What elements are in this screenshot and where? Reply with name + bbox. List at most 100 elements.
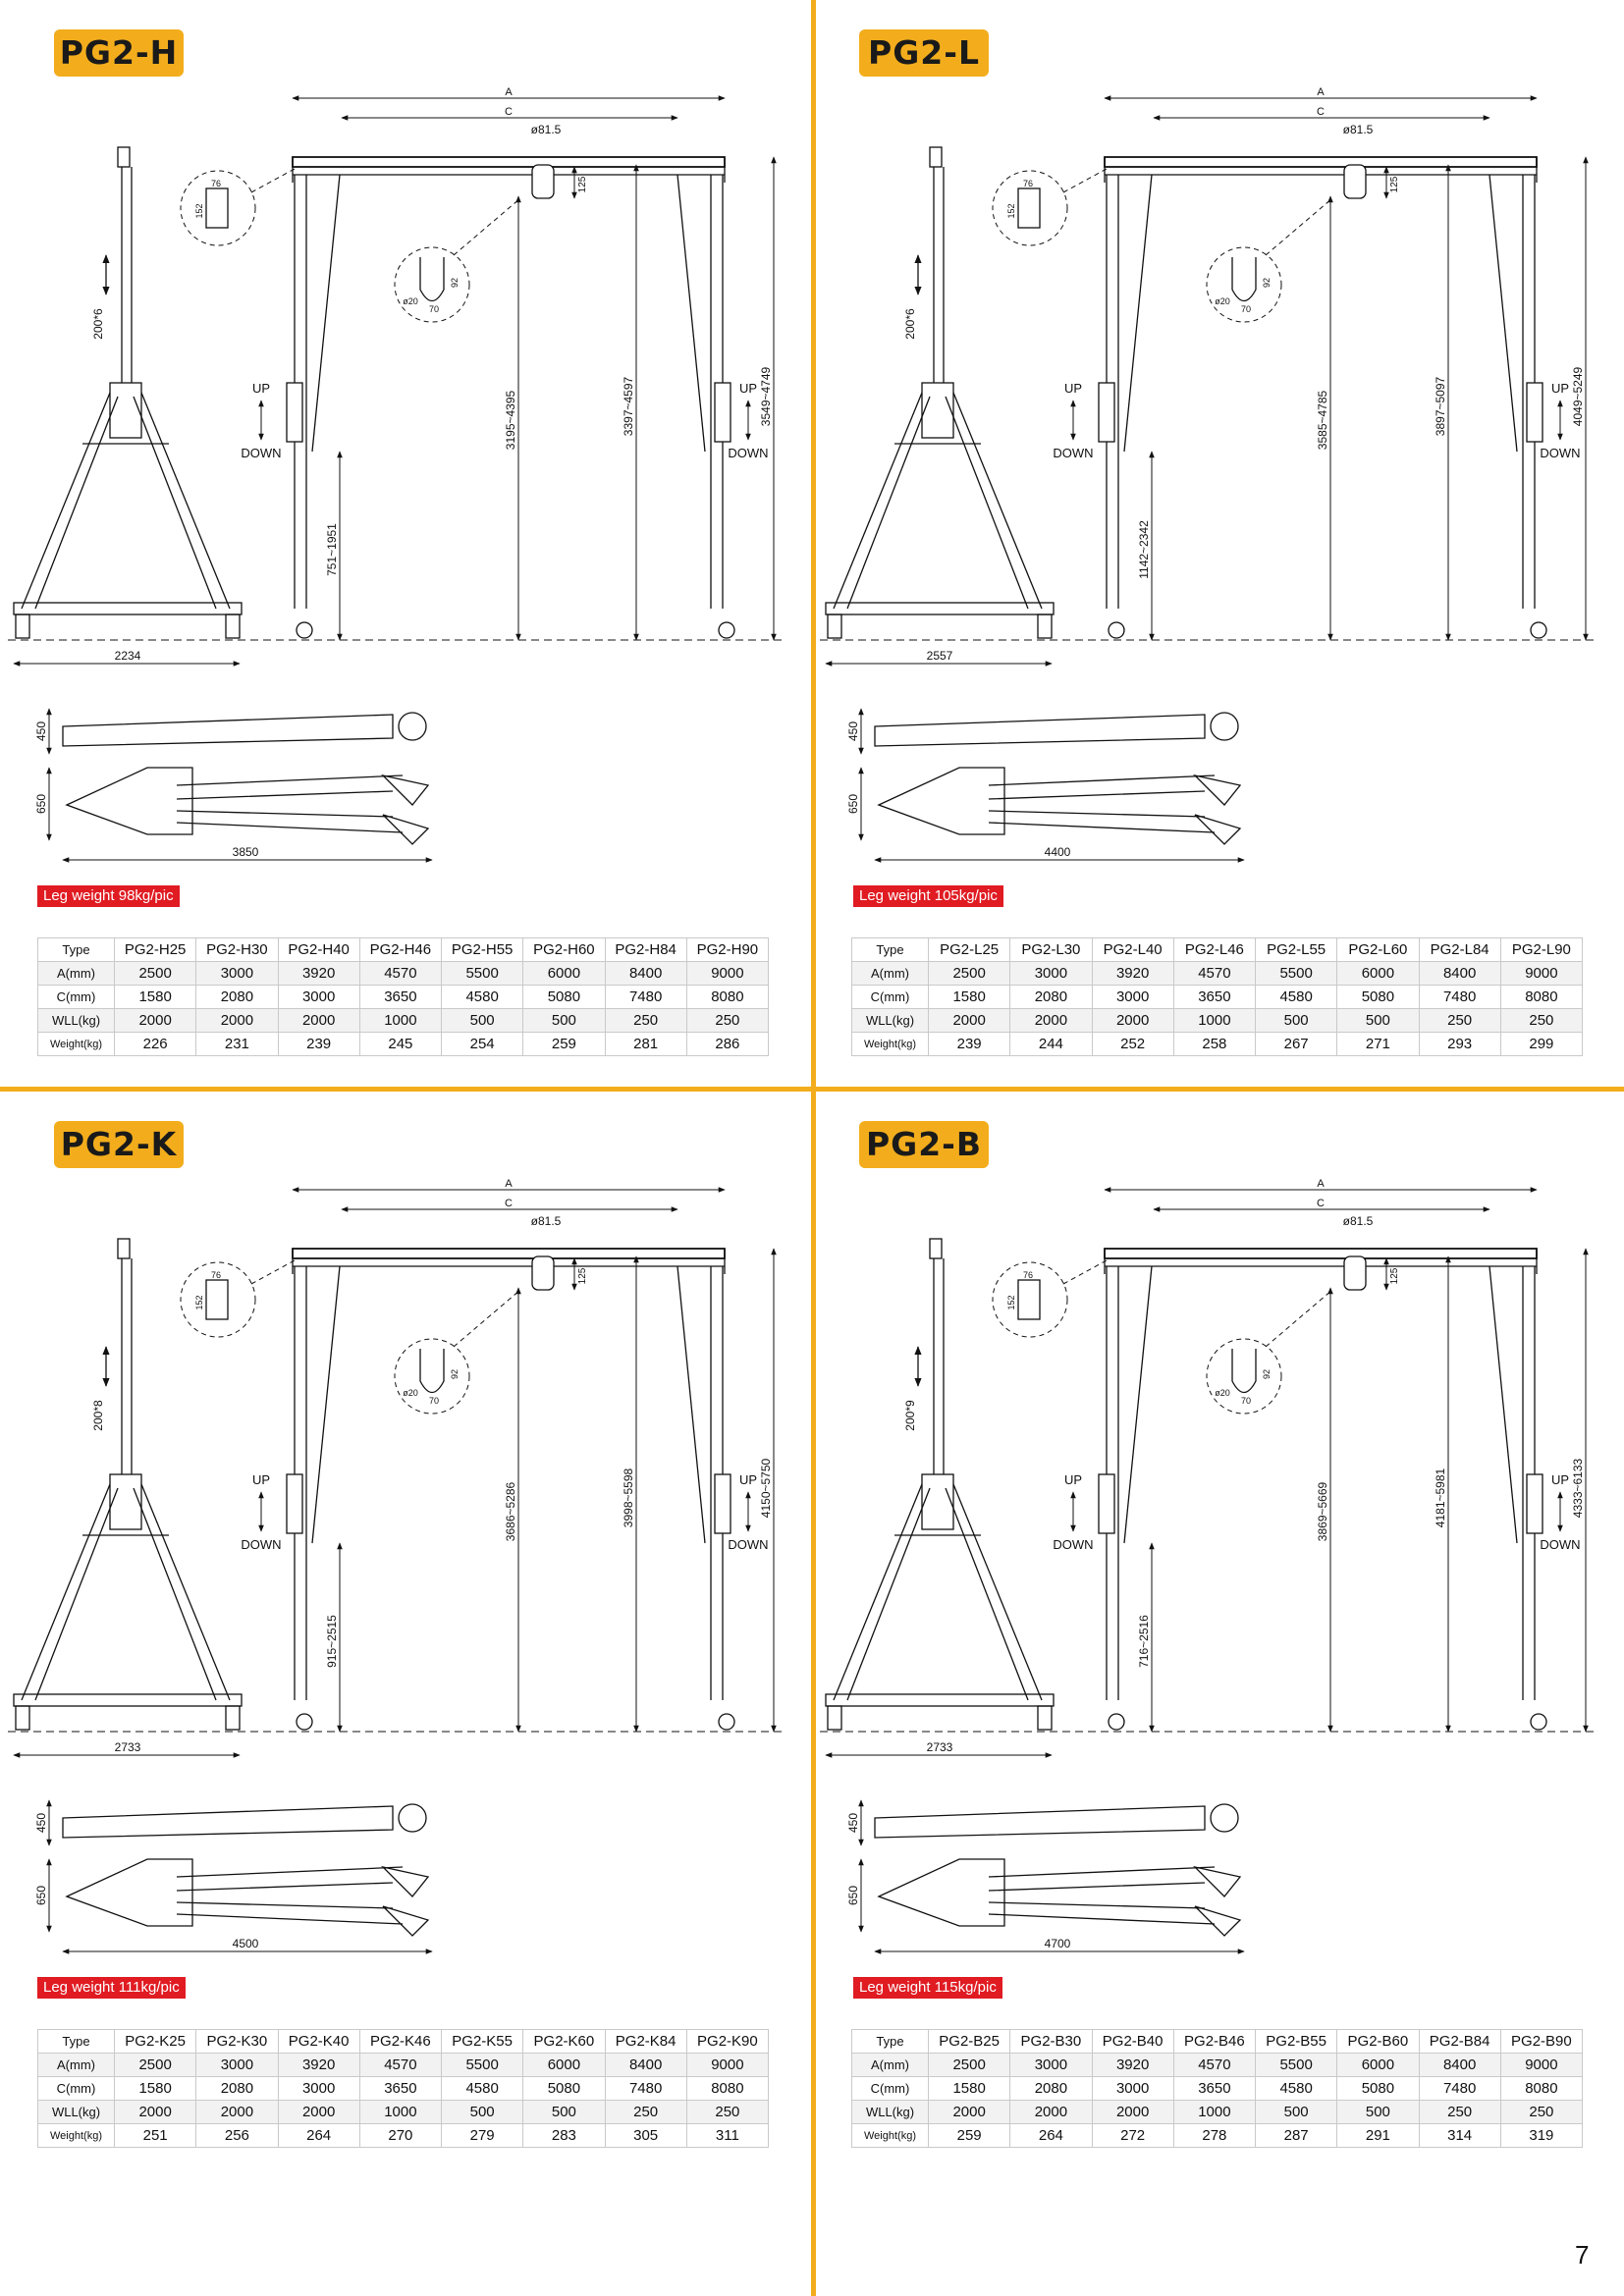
table-cell: PG2-K55 — [440, 2029, 524, 2054]
table-cell: 8400 — [1418, 2053, 1501, 2077]
dim-125: 125 — [1389, 176, 1400, 192]
table-cell: 250 — [685, 1008, 770, 1033]
table-cell: PG2-B30 — [1009, 2029, 1093, 2054]
table-cell: 239 — [927, 1032, 1011, 1056]
dim-c: C — [505, 106, 513, 118]
section-pg2-h: PG2-H — [0, 0, 811, 1080]
folded-length-dim: 4700 — [1045, 1937, 1071, 1950]
table-cell: 3650 — [1172, 985, 1257, 1009]
section-title-badge: PG2-L — [859, 29, 989, 77]
table-cell: PG2-B90 — [1499, 2029, 1584, 2054]
hook-height-dim: 3869~5669 — [1316, 1481, 1329, 1541]
table-cell: 5080 — [522, 2076, 606, 2101]
table-cell: 8400 — [604, 2053, 687, 2077]
table-cell: 2000 — [927, 2100, 1011, 2124]
table-cell: 3000 — [1091, 2076, 1174, 2101]
post-dim: 200*6 — [91, 308, 105, 340]
table-cell: 2000 — [113, 2100, 197, 2124]
section-title-badge: PG2-B — [859, 1121, 989, 1168]
table-cell: 278 — [1172, 2123, 1257, 2148]
table-cell: 5080 — [1336, 985, 1420, 1009]
table-cell: 1000 — [358, 1008, 443, 1033]
table-cell: 4570 — [358, 961, 443, 986]
dim-diameter: ø81.5 — [1343, 123, 1374, 136]
table-cell: 3650 — [358, 2076, 443, 2101]
table-cell: 2000 — [277, 2100, 360, 2124]
table-cell: 244 — [1009, 1032, 1093, 1056]
table-cell: 1580 — [927, 2076, 1011, 2101]
table-cell: 8080 — [1499, 985, 1584, 1009]
table-cell: PG2-B46 — [1172, 2029, 1257, 2054]
section-pg2-b: PG2-B — [812, 1092, 1623, 2171]
hook-side-dim: 92 — [1262, 278, 1272, 288]
row-header: WLL(kg) — [851, 1008, 929, 1033]
up-label-left: UP — [252, 381, 270, 396]
folded-width-dim: 650 — [846, 794, 860, 814]
table-cell: 293 — [1418, 1032, 1501, 1056]
hook-bottom-dim: 70 — [429, 1396, 439, 1406]
table-cell: PG2-L40 — [1091, 937, 1174, 962]
table-cell: 1000 — [1172, 2100, 1257, 2124]
table-cell: PG2-L30 — [1009, 937, 1093, 962]
dim-a: A — [505, 86, 513, 98]
table-cell: 500 — [522, 2100, 606, 2124]
base-dim: 2557 — [927, 649, 953, 663]
table-cell: 2080 — [1009, 985, 1093, 1009]
row-header: Type — [851, 2029, 929, 2054]
table-cell: 250 — [1418, 2100, 1501, 2124]
side-view — [825, 146, 1055, 667]
box-top-dim: 76 — [1023, 1270, 1033, 1280]
folded-width-dim: 650 — [34, 1886, 48, 1905]
table-cell: PG2-B84 — [1418, 2029, 1501, 2054]
table-cell: 7480 — [604, 985, 687, 1009]
table-cell: 2000 — [1009, 1008, 1093, 1033]
table-cell: 256 — [195, 2123, 279, 2148]
leg-weight-label: Leg weight 115kg/pic — [853, 1977, 1002, 1999]
hook-dia-dim: ø20 — [403, 1388, 418, 1398]
post-dim: 200*9 — [903, 1400, 917, 1431]
table-cell: 4570 — [358, 2053, 443, 2077]
row-header: Type — [37, 2029, 115, 2054]
up-label-right: UP — [739, 381, 757, 396]
leg-weight-label: Leg weight 98kg/pic — [37, 885, 180, 907]
table-cell: PG2-K30 — [195, 2029, 279, 2054]
table-cell: 4580 — [440, 985, 524, 1009]
down-label-left: DOWN — [1053, 1537, 1093, 1552]
table-cell: 250 — [604, 1008, 687, 1033]
table-cell: PG2-L46 — [1172, 937, 1257, 962]
side-view — [13, 146, 243, 667]
table-cell: 283 — [522, 2123, 606, 2148]
table-cell: 2080 — [195, 985, 279, 1009]
box-side-dim: 152 — [194, 203, 204, 218]
table-cell: 281 — [604, 1032, 687, 1056]
table-cell: 3000 — [1009, 961, 1093, 986]
folded-view — [858, 1799, 1245, 1954]
leg-weight-label: Leg weight 111kg/pic — [37, 1977, 186, 1999]
row-header: C(mm) — [851, 985, 929, 1009]
down-label-right: DOWN — [1540, 446, 1580, 460]
table-cell: 264 — [1009, 2123, 1093, 2148]
table-cell: PG2-B60 — [1336, 2029, 1420, 2054]
table-cell: 279 — [440, 2123, 524, 2148]
table-cell: PG2-H55 — [440, 937, 524, 962]
box-top-dim: 76 — [211, 179, 221, 188]
table-cell: 305 — [604, 2123, 687, 2148]
table-cell: PG2-H60 — [522, 937, 606, 962]
table-cell: PG2-H40 — [277, 937, 360, 962]
section-pg2-l: PG2-L — [812, 0, 1623, 1080]
inner-height-dim: 3897~5097 — [1434, 376, 1447, 436]
dim-c: C — [1317, 1198, 1325, 1209]
table-cell: 8400 — [604, 961, 687, 986]
table-cell: 5500 — [1254, 961, 1338, 986]
table-cell: 1000 — [1172, 1008, 1257, 1033]
overall-height-dim: 3549~4749 — [759, 366, 773, 426]
